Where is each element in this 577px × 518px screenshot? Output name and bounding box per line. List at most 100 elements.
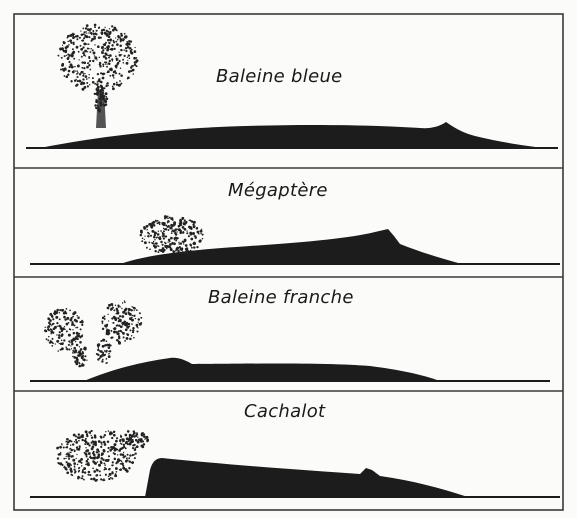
spray-dot: [172, 219, 174, 221]
spray-dot: [153, 241, 154, 242]
spray-dot: [117, 317, 119, 319]
spray-dot: [104, 27, 105, 28]
spray-dot: [76, 458, 77, 459]
spray-dot: [112, 461, 114, 463]
spray-dot: [119, 306, 120, 307]
spray-dot: [70, 470, 73, 473]
spray-dot: [123, 49, 125, 51]
spray-dot: [128, 438, 131, 441]
spray-dot: [184, 252, 186, 254]
spray-dot: [169, 246, 171, 248]
spray-dot: [79, 336, 81, 338]
whale-back-baleine-bleue: [40, 122, 545, 148]
spray-dot: [73, 347, 76, 350]
spray-dot: [83, 33, 85, 35]
spray-dot: [86, 360, 87, 361]
spray-dot: [102, 92, 104, 94]
spray-dot: [112, 307, 114, 309]
spray-dot: [64, 467, 67, 470]
spray-dot: [171, 232, 173, 234]
spray-dot: [169, 226, 172, 229]
spray-dot: [135, 439, 137, 441]
spray-dot: [189, 244, 191, 246]
spray-dot: [72, 312, 75, 315]
spray-dot: [66, 330, 68, 332]
spray-dot: [104, 444, 106, 446]
spray-dot: [56, 309, 59, 312]
spray-dot: [58, 334, 60, 336]
spray-dot: [95, 88, 98, 91]
spray-dot: [192, 224, 194, 226]
spray-dot: [172, 250, 175, 253]
spray-dot: [61, 339, 63, 341]
spray-dot: [71, 455, 74, 458]
spray-dot: [82, 475, 84, 477]
spray-dot: [98, 464, 101, 467]
spray-dot: [189, 220, 190, 221]
panel-baleine-franche: [30, 300, 550, 381]
spray-dot: [73, 356, 76, 359]
spray-dot: [168, 239, 171, 242]
spray-dot: [189, 232, 192, 235]
spray-dot: [146, 229, 147, 230]
spray-dot: [196, 231, 199, 234]
spray-dot: [68, 458, 70, 460]
spray-dot: [72, 329, 73, 330]
spray-dot: [124, 36, 127, 39]
spray-dot: [75, 439, 77, 441]
spray-dot: [120, 463, 122, 465]
spray-dot: [76, 454, 77, 455]
spray-dot: [86, 66, 89, 69]
spray-dot: [143, 443, 146, 446]
spray-dot: [194, 243, 196, 245]
spray-dot: [92, 49, 94, 51]
spray-dot: [91, 40, 93, 42]
spray-dot: [77, 317, 79, 319]
spray-dot: [124, 434, 127, 437]
spray-dot: [151, 230, 154, 233]
spray-dot: [198, 233, 200, 235]
spray-dot: [95, 56, 97, 58]
spray-dot: [132, 332, 133, 333]
spray-dot: [83, 436, 84, 437]
spray-dot: [111, 432, 113, 434]
spray-dot: [76, 344, 79, 347]
spray-dot: [78, 80, 81, 83]
spray-dot: [115, 55, 117, 57]
spray-dot: [100, 356, 102, 358]
spray-dot: [62, 68, 64, 70]
spray-dot: [52, 338, 54, 340]
spray-dot: [133, 337, 135, 339]
spray-dot: [77, 338, 79, 340]
spray-dot: [103, 441, 106, 444]
spray-dot: [113, 431, 115, 433]
spray-dot: [136, 309, 138, 311]
spray-dot: [106, 358, 108, 360]
spray-dot: [105, 350, 107, 352]
spray-dot: [110, 330, 112, 332]
spray-dot: [155, 221, 157, 223]
spray-dot: [71, 53, 72, 54]
spray-dot: [68, 44, 70, 46]
spray-dot: [110, 477, 112, 479]
spray-dot: [106, 46, 109, 49]
spray-dot: [118, 84, 121, 87]
spray-dot: [118, 52, 119, 53]
spray-dot: [88, 48, 89, 49]
spray-dot: [47, 328, 49, 330]
spray-dot: [196, 227, 198, 229]
spray-dot: [104, 319, 105, 320]
spray-dot: [59, 318, 61, 320]
spray-dot: [135, 318, 136, 319]
spray-dot: [119, 36, 120, 37]
spray-dot: [116, 471, 118, 473]
spray-dot: [82, 46, 84, 48]
spray-dot: [118, 342, 121, 345]
spray-dot: [115, 462, 117, 464]
spray-dot: [88, 64, 90, 66]
spray-dot: [119, 44, 122, 47]
spray-dot: [109, 31, 111, 33]
spray-dot: [92, 457, 95, 460]
spray-dot: [122, 438, 125, 441]
